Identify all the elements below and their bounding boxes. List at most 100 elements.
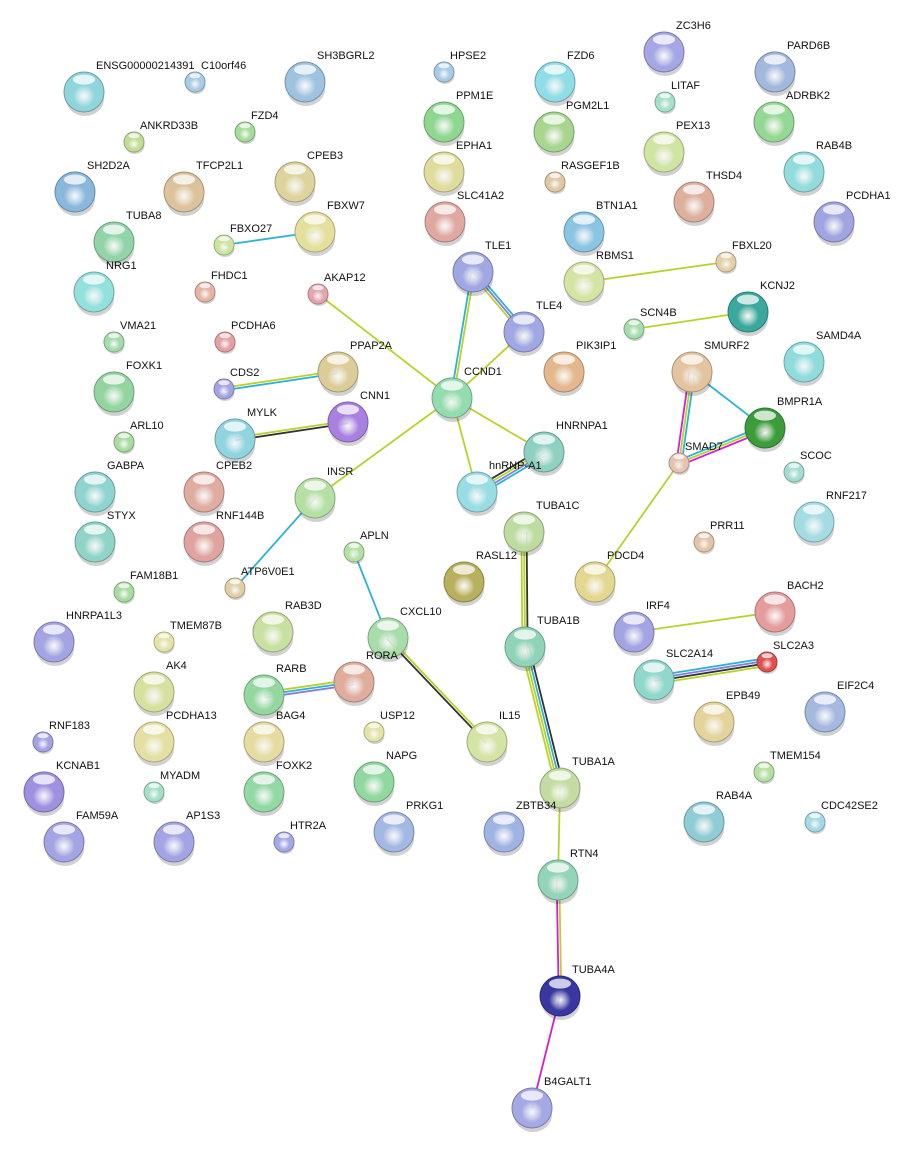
node-htr2a[interactable]: HTR2A: [273, 820, 327, 854]
node-cdc42se2[interactable]: CDC42SE2: [804, 800, 878, 834]
edge-akap12-ccnd1[interactable]: [317, 293, 453, 399]
node-b4galt1[interactable]: B4GALT1: [511, 1076, 592, 1132]
node-smad7[interactable]: SMAD7: [668, 441, 723, 475]
node-cxcl10[interactable]: CXCL10: [367, 606, 442, 662]
node-hpse2[interactable]: HPSE2: [433, 50, 486, 84]
node-cpeb2[interactable]: CPEB2: [183, 460, 252, 516]
node-sh3bgrl2[interactable]: SH3BGRL2: [284, 50, 374, 106]
node-cnn1[interactable]: CNN1: [327, 390, 390, 446]
node-tmem87b[interactable]: TMEM87B: [153, 620, 222, 654]
node-epha1[interactable]: EPHA1: [423, 140, 492, 196]
node-foxk1[interactable]: FOXK1: [93, 360, 162, 416]
node-mylk[interactable]: MYLK: [214, 407, 278, 463]
node-smurf2[interactable]: SMURF2: [671, 340, 749, 396]
node-il15[interactable]: IL15: [466, 710, 520, 766]
node-fam59a[interactable]: FAM59A: [43, 810, 119, 866]
node-fzd6[interactable]: FZD6: [534, 50, 595, 106]
node-rarb[interactable]: RARB: [243, 663, 307, 719]
node-zc3h6[interactable]: ZC3H6: [643, 20, 711, 76]
node-litaf[interactable]: LITAF: [654, 80, 700, 114]
node-cpeb3[interactable]: CPEB3: [274, 150, 343, 206]
node-hnrpa1l3[interactable]: HNRPA1L3: [33, 610, 122, 666]
node-rora[interactable]: RORA: [333, 650, 398, 706]
node-vma21[interactable]: VMA21: [103, 320, 156, 354]
node-rtn4[interactable]: RTN4: [537, 848, 599, 904]
node-insr[interactable]: INSR: [294, 466, 353, 522]
node-bmpr1a[interactable]: BMPR1A: [744, 396, 823, 452]
node-pgm2l1[interactable]: PGM2L1: [533, 100, 609, 156]
node-ankrd33b[interactable]: ANKRD33B: [123, 120, 198, 154]
node-ap1s3[interactable]: AP1S3: [153, 810, 220, 866]
edge-smad7-pdcd4[interactable]: [594, 462, 680, 583]
node-scn4b[interactable]: SCN4B: [623, 307, 677, 341]
node-slc2a14[interactable]: SLC2A14: [633, 648, 713, 704]
edge-tuba1b-tuba1a[interactable]: [520, 645, 565, 790]
node-slc41a2[interactable]: SLC41A2: [424, 190, 504, 246]
node-scoc[interactable]: SCOC: [783, 450, 832, 484]
node-ppap2a[interactable]: PPAP2A: [317, 340, 393, 396]
node-rnf144b[interactable]: RNF144B: [183, 510, 264, 566]
edge-rbms1-fbxl20[interactable]: [583, 261, 727, 283]
node-pcdha6[interactable]: PCDHA6: [214, 320, 276, 354]
node-fzd4[interactable]: FZD4: [234, 110, 279, 144]
node-pard6b[interactable]: PARD6B: [754, 40, 830, 96]
node-epb49[interactable]: EPB49: [693, 690, 760, 746]
edge-irf4-bach2[interactable]: [633, 611, 776, 633]
node-prkg1[interactable]: PRKG1: [373, 800, 443, 856]
edge-ccnd1-tle1[interactable]: [449, 271, 476, 399]
node-rbms1[interactable]: RBMS1: [563, 250, 634, 306]
node-arl10[interactable]: ARL10: [113, 420, 164, 454]
node-foxk2[interactable]: FOXK2: [243, 760, 312, 816]
node-nrg1[interactable]: NRG1: [73, 260, 137, 316]
node-ensg00000214391[interactable]: ENSG00000214391: [63, 60, 194, 116]
node-myadm[interactable]: MYADM: [143, 770, 200, 804]
node-fbxw7[interactable]: FBXW7: [294, 200, 365, 256]
node-prr11[interactable]: PRR11: [693, 520, 745, 554]
node-adrbk2[interactable]: ADRBK2: [753, 90, 830, 146]
node-rab4b[interactable]: RAB4B: [783, 140, 852, 196]
node-pik3ip1[interactable]: PIK3IP1: [543, 340, 616, 396]
node-fbxl20[interactable]: FBXL20: [715, 240, 772, 274]
node-tuba1c[interactable]: TUBA1C: [503, 500, 579, 556]
node-tuba1b[interactable]: TUBA1B: [504, 615, 580, 671]
node-kcnab1[interactable]: KCNAB1: [23, 760, 100, 816]
node-ak4[interactable]: AK4: [133, 660, 187, 716]
node-thsd4[interactable]: THSD4: [673, 170, 742, 226]
node-rasl12[interactable]: RASL12: [443, 550, 517, 606]
node-sh2d2a[interactable]: SH2D2A: [54, 160, 130, 216]
node-tuba8[interactable]: TUBA8: [93, 210, 161, 266]
node-slc2a3[interactable]: SLC2A3: [756, 640, 814, 674]
node-ccnd1[interactable]: CCND1: [431, 366, 502, 422]
node-tfcp2l1[interactable]: TFCP2L1: [163, 160, 243, 216]
node-akap12[interactable]: AKAP12: [307, 272, 366, 306]
node-samd4a[interactable]: SAMD4A: [783, 330, 862, 386]
node-pdcd4[interactable]: PDCD4: [574, 550, 644, 606]
node-fbxo27[interactable]: FBXO27: [213, 223, 272, 257]
node-atp6v0e1[interactable]: ATP6V0E1: [224, 566, 295, 600]
node-rab4a[interactable]: RAB4A: [683, 790, 753, 846]
node-cds2[interactable]: CDS2: [213, 367, 259, 401]
node-usp12[interactable]: USP12: [363, 710, 415, 744]
edge-cxcl10-il15[interactable]: [386, 636, 489, 744]
node-kcnj2[interactable]: KCNJ2: [727, 280, 795, 336]
node-zbtb34[interactable]: ZBTB34: [483, 800, 556, 856]
node-fam18b1[interactable]: FAM18B1: [113, 570, 178, 604]
node-rab3d[interactable]: RAB3D: [252, 600, 322, 656]
node-c10orf46[interactable]: C10orf46: [184, 60, 246, 94]
node-hnrnpa1[interactable]: HNRNPA1: [523, 420, 608, 476]
node-rasgef1b[interactable]: RASGEF1B: [544, 160, 620, 194]
node-rnf183[interactable]: RNF183: [32, 720, 90, 754]
node-tmem154[interactable]: TMEM154: [753, 750, 821, 784]
node-gabpa[interactable]: GABPA: [74, 460, 145, 516]
node-hnrnp-a1[interactable]: hnRNP-A1: [456, 460, 542, 516]
node-tuba1a[interactable]: TUBA1A: [539, 756, 615, 812]
node-bag4[interactable]: BAG4: [243, 710, 305, 766]
node-pex13[interactable]: PEX13: [643, 120, 710, 176]
node-fhdc1[interactable]: FHDC1: [194, 270, 248, 304]
node-pcdha13[interactable]: PCDHA13: [133, 710, 217, 766]
node-napg[interactable]: NAPG: [353, 750, 417, 806]
node-bach2[interactable]: BACH2: [754, 580, 824, 636]
node-tle1[interactable]: TLE1: [452, 240, 511, 296]
edge-ccnd1-insr[interactable]: [314, 397, 453, 499]
node-styx[interactable]: STYX: [74, 510, 136, 566]
